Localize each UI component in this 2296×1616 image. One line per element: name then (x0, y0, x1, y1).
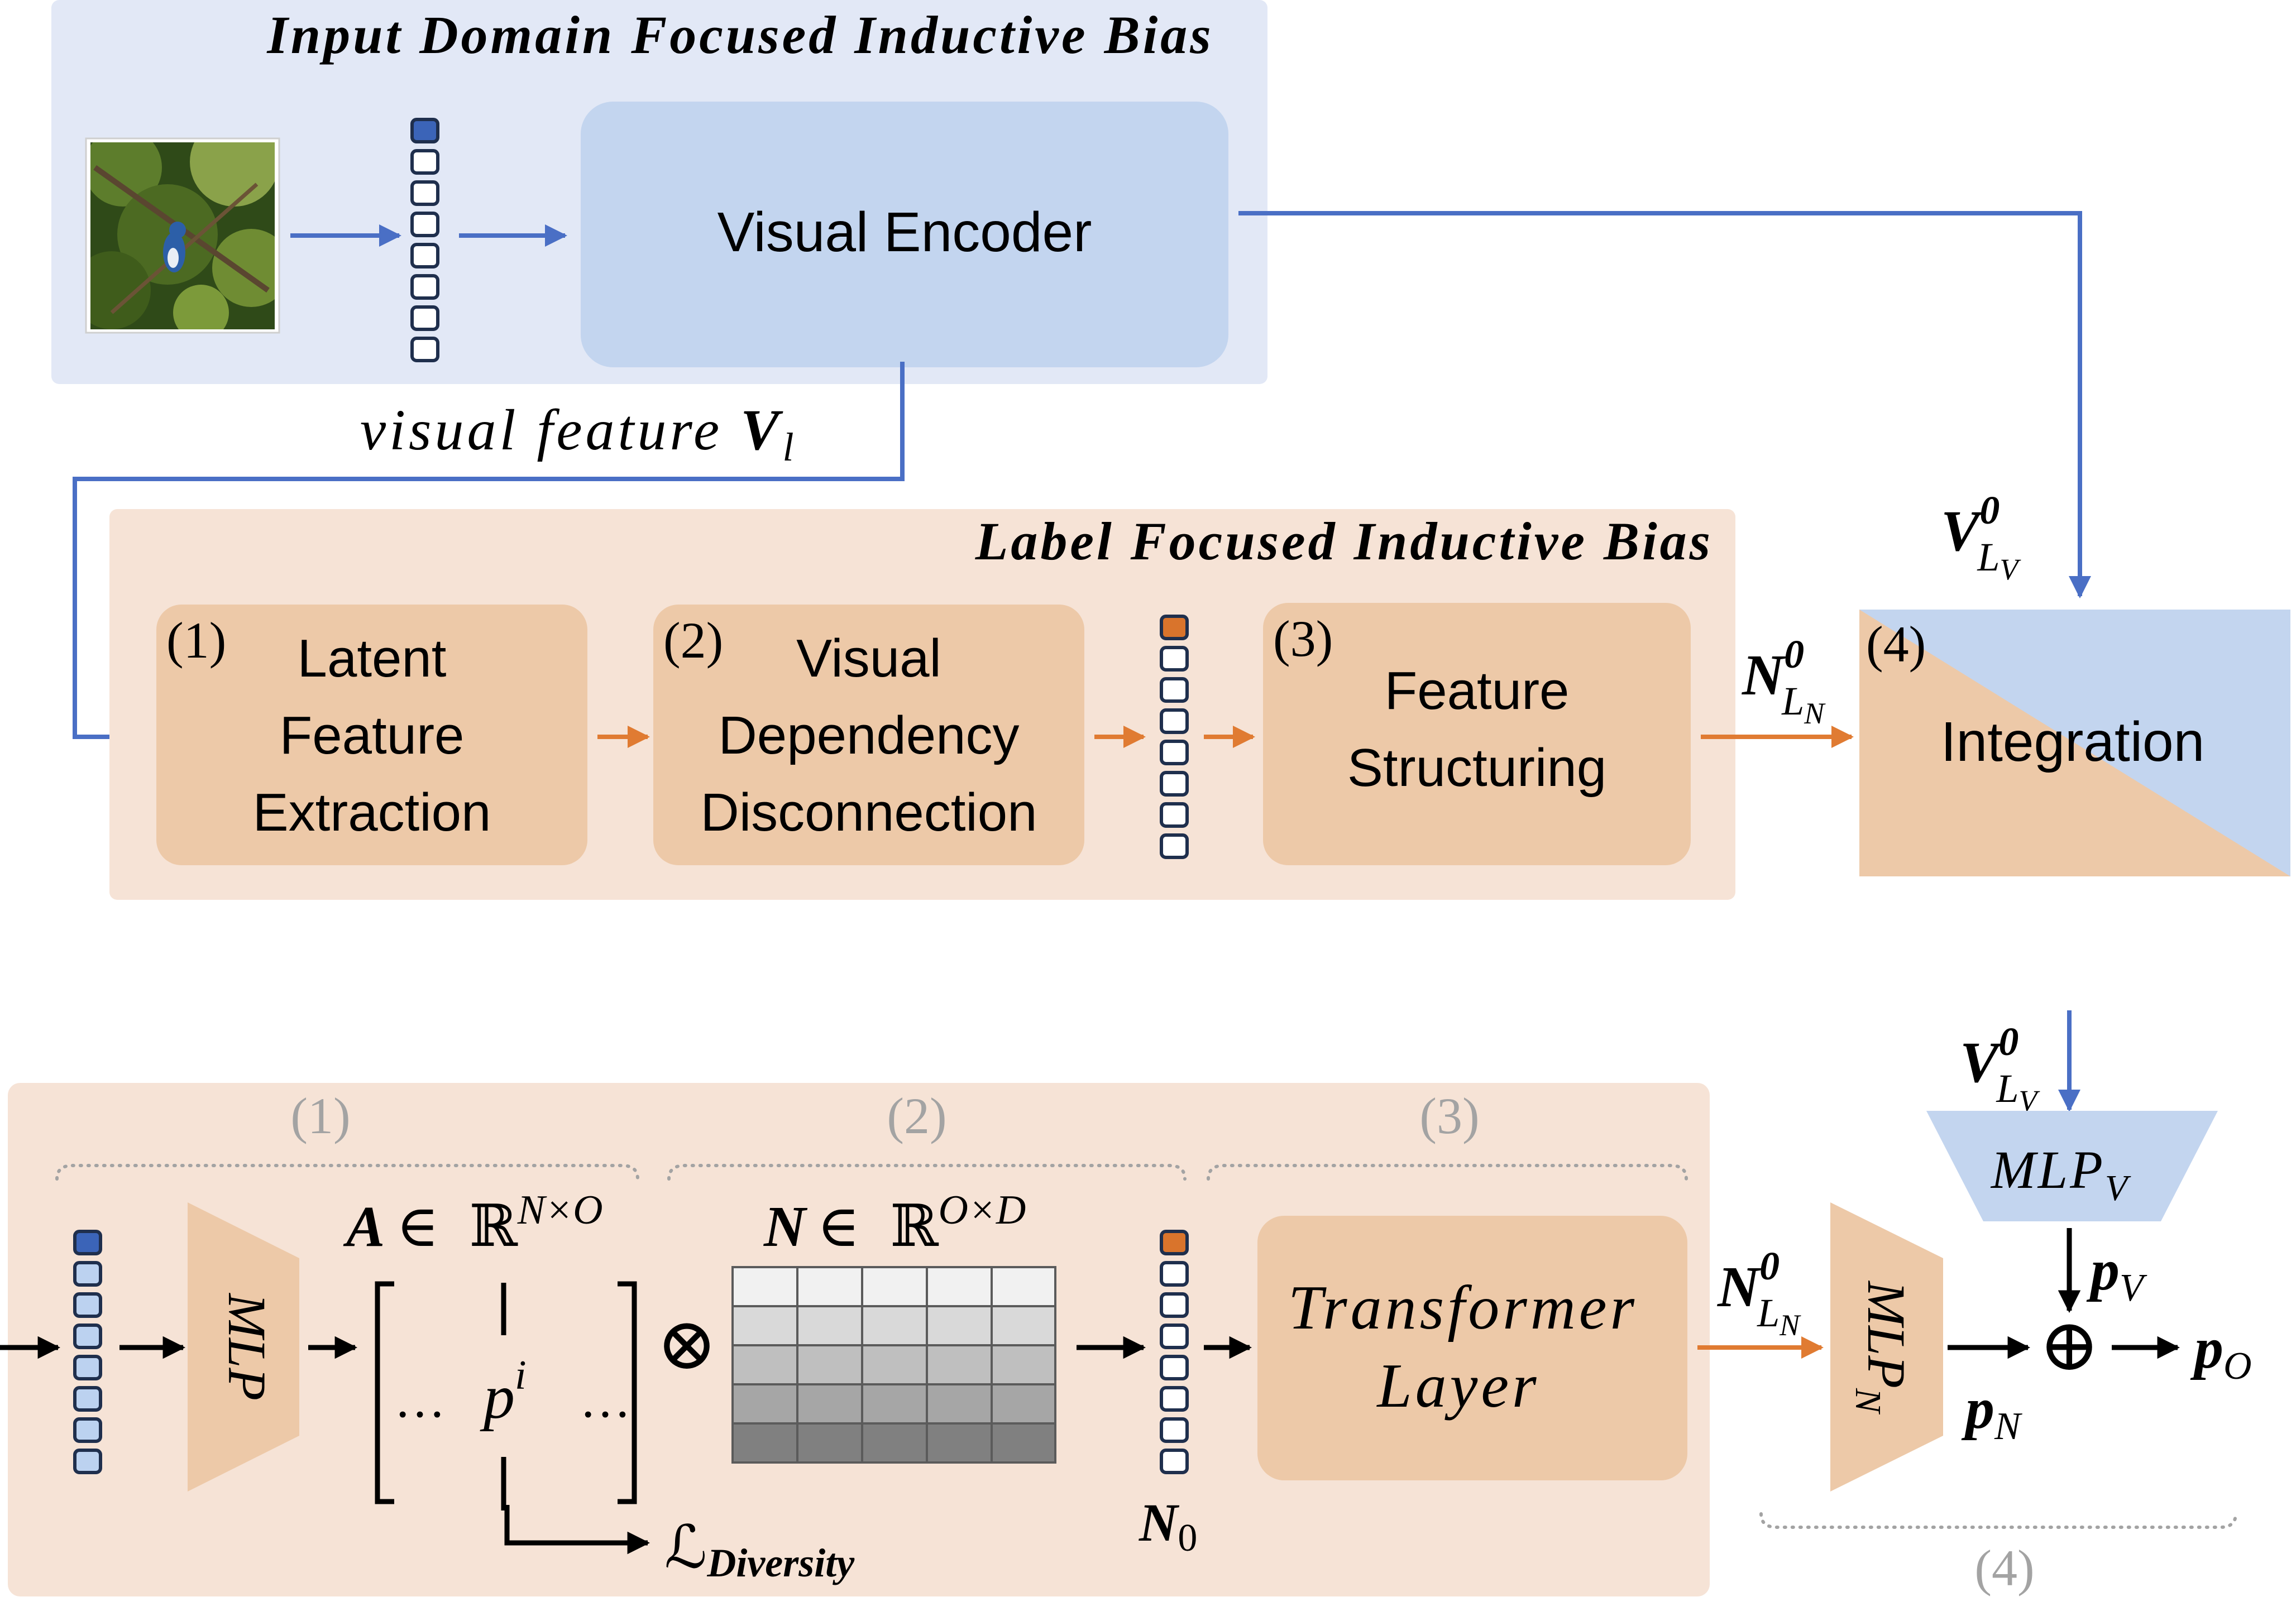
step-1-line-3: Extraction (253, 783, 491, 842)
p-i-label: pi (480, 1353, 527, 1432)
integration-box: (4) Integration (1859, 610, 2290, 876)
step-1-number: (1) (166, 612, 226, 669)
step-4-number: (4) (1866, 616, 1926, 673)
bottom-input-token-column (73, 1230, 102, 1474)
visual-encoder-box: Visual Encoder (581, 102, 1228, 367)
p-o-label: pO (2190, 1316, 2252, 1388)
step-3-line-1: Feature (1385, 661, 1570, 721)
group-label-3: (3) (1419, 1087, 1479, 1144)
group-brackets (55, 1164, 2237, 1529)
group-label-2: (2) (887, 1087, 946, 1144)
p-n-label: pN (1961, 1377, 2022, 1448)
input-bird-image (85, 137, 280, 334)
mlp-n-block: MLPN (1830, 1202, 1943, 1492)
transformer-line-1: Transformer (1288, 1273, 1638, 1342)
visual-feature-label: visual feature Vl (360, 398, 797, 469)
latent-feature-extraction-box: (1) Latent Feature Extraction (156, 605, 587, 865)
diversity-loss-label: ℒDiversity (664, 1515, 855, 1585)
input-token-column (410, 118, 439, 362)
oplus-symbol: ⊕ (2039, 1306, 2100, 1386)
n-matrix-label: N∈ℝO×D (763, 1187, 1026, 1259)
a-matrix-label: A∈ℝN×O (343, 1187, 603, 1259)
n-matrix-grid (731, 1266, 1056, 1464)
mlp-label: MLP (217, 1292, 277, 1401)
mlp-v-label: MLPV (1990, 1140, 2131, 1209)
step-3-line-2: Structuring (1347, 738, 1606, 798)
label-token-column (1160, 615, 1189, 859)
step-1-line-1: Latent (298, 629, 447, 688)
integration-label: Integration (1941, 711, 2205, 773)
mlp-n-label: MLPN (1848, 1280, 1916, 1415)
input-domain-title: Input Domain Focused Inductive Bias (266, 5, 1213, 65)
encoder-to-integration-arrow (1238, 211, 2091, 598)
step-2-number: (2) (663, 612, 723, 669)
transformer-layer-box: Transformer Layer (1257, 1216, 1687, 1480)
a-matrix (375, 1281, 637, 1510)
transformer-line-2: Layer (1376, 1351, 1539, 1421)
feature-structuring-box: (3) Feature Structuring (1263, 603, 1691, 865)
group-label-4: (4) (1974, 1540, 2034, 1596)
matrix-dots-right: … (580, 1371, 631, 1428)
visual-dependency-disconnection-box: (2) Visual Dependency Disconnection (653, 605, 1084, 865)
otimes-symbol: ⊗ (657, 1305, 718, 1385)
step-2-line-1: Visual (796, 629, 941, 688)
step-2-line-3: Disconnection (701, 783, 1037, 842)
bottom-n0-token-column (1160, 1230, 1189, 1474)
matrix-dots-left: … (394, 1371, 446, 1428)
visual-feature-arrow (73, 362, 905, 748)
step-1-line-2: Feature (280, 706, 465, 765)
step-3-number: (3) (1273, 610, 1333, 667)
mlp-v-block: MLPV (1926, 1111, 2218, 1221)
step-2-line-2: Dependency (718, 706, 1019, 765)
n0-label: N0 (1139, 1493, 1197, 1560)
diversity-loss-arrow (504, 1505, 650, 1555)
group-label-1: (1) (290, 1087, 350, 1144)
label-focused-title: Label Focused Inductive Bias (975, 511, 1713, 571)
mlp-block: MLP (188, 1202, 299, 1492)
p-v-label: pV (2086, 1238, 2147, 1310)
visual-encoder-label: Visual Encoder (718, 201, 1092, 263)
